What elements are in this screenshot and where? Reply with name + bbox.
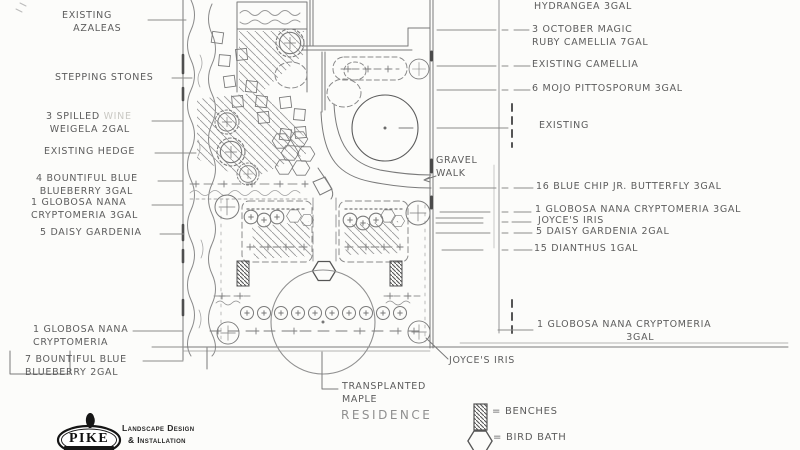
pike-logo-mark bbox=[56, 413, 122, 450]
house-outline bbox=[301, 0, 431, 51]
label-spilled-wine-line1: 3 SPILLED bbox=[46, 111, 104, 122]
bench-icon-left bbox=[236, 260, 250, 287]
label-hydrangea-3gal: HYDRANGEA 3GAL bbox=[534, 1, 632, 12]
gravel-walk-path bbox=[312, 51, 437, 200]
label-bountiful-blue-blueberry-3gal: 4 BOUNTIFUL BLUE BLUEBERRY 3GAL bbox=[36, 173, 138, 197]
dianthus-row bbox=[209, 306, 421, 332]
label-stepping-stones: STEPPING STONES bbox=[55, 72, 154, 83]
bench-legend-icon bbox=[473, 403, 488, 431]
label-joyces-iris-center: JOYCE'S IRIS bbox=[449, 355, 515, 366]
azalea-bed bbox=[197, 1, 308, 180]
pike-banner bbox=[64, 446, 114, 450]
label-mojo-pittosporum: 6 MOJO PITTOSPORUM 3GAL bbox=[532, 83, 683, 94]
label-existing: EXISTING bbox=[539, 120, 590, 131]
label-october-magic-ruby-camellia: 3 OCTOBER MAGIC RUBY CAMELLIA 7GAL bbox=[532, 24, 649, 48]
front-plant-rows bbox=[213, 295, 423, 306]
label-globosa-nana-cryptomeria-3gal-right: 1 GLOBOSA NANA CRYPTOMERIA 3GAL bbox=[535, 204, 742, 215]
label-existing-hedge: EXISTING HEDGE bbox=[44, 146, 136, 157]
planting-beds bbox=[220, 197, 426, 343]
groundcover-rows bbox=[189, 183, 309, 200]
site-wall-right bbox=[429, 0, 434, 349]
label-blue-chip-jr-butterfly: 16 BLUE CHIP JR. BUTTERFLY 3GAL bbox=[536, 181, 722, 192]
leader-collectors bbox=[493, 0, 513, 337]
residence-front-line bbox=[9, 342, 789, 375]
leader-lines-right bbox=[435, 29, 534, 331]
logo-tagline-line1: Landscape Design bbox=[122, 423, 195, 433]
legend-benches-label: = BENCHES bbox=[492, 406, 558, 417]
bird-bath-legend-icon bbox=[467, 430, 493, 450]
leader-lines-left bbox=[132, 19, 197, 362]
bench-icon-right bbox=[389, 260, 403, 287]
label-transplanted-maple: TRANSPLANTED MAPLE bbox=[342, 381, 427, 405]
pike-tree-icon bbox=[85, 413, 95, 428]
label-globosa-nana-cryptomeria-3gal: 1 GLOBOSA NANA CRYPTOMERIA 3GAL bbox=[31, 197, 138, 221]
legend-bird-bath-label: = BIRD BATH bbox=[493, 432, 567, 443]
gravel-walk-arrow bbox=[423, 175, 437, 183]
label-residence: RESIDENCE bbox=[341, 408, 433, 422]
label-daisy-gardenia: 5 DAISY GARDENIA bbox=[40, 227, 142, 238]
existing-tree-circle bbox=[351, 94, 419, 162]
label-dianthus-1gal: 15 DIANTHUS 1GAL bbox=[534, 243, 639, 254]
label-existing-camellia: EXISTING CAMELLIA bbox=[532, 59, 639, 70]
label-spilled-wine-weigela: 3 SPILLED WINE WEIGELA 2GAL bbox=[46, 111, 132, 136]
stepping-stones-squares bbox=[210, 30, 307, 142]
shrub-row-bed bbox=[274, 56, 408, 108]
label-globosa-nana-cryptomeria-bottom: 1 GLOBOSA NANA CRYPTOMERIA 3GAL bbox=[537, 319, 712, 343]
label-existing-azaleas: EXISTING AZALEAS bbox=[62, 10, 122, 34]
label-daisy-gardenia-2gal: 5 DAISY GARDENIA 2GAL bbox=[536, 226, 670, 237]
logo-tagline-line2: & Installation bbox=[128, 435, 186, 445]
label-bountiful-blue-blueberry-2gal: 7 BOUNTIFUL BLUE BLUEBERRY 2GAL bbox=[25, 354, 127, 378]
label-spilled-wine-line2: WEIGELA 2GAL bbox=[46, 123, 130, 135]
center-annotation-leaders bbox=[321, 337, 449, 390]
pencil-marks bbox=[15, 2, 27, 13]
pike-logo-wordmark: PIKE bbox=[69, 431, 110, 446]
label-joyces-iris-right: JOYCE'S IRIS bbox=[538, 215, 604, 226]
existing-hedge-band bbox=[187, 0, 216, 357]
label-globosa-nana-cryptomeria: 1 GLOBOSA NANA CRYPTOMERIA bbox=[33, 324, 129, 348]
label-spilled-wine-faded: WINE bbox=[103, 111, 132, 122]
label-gravel-walk: GRAVEL WALK bbox=[436, 155, 478, 179]
transplanted-maple-circle bbox=[270, 269, 376, 375]
